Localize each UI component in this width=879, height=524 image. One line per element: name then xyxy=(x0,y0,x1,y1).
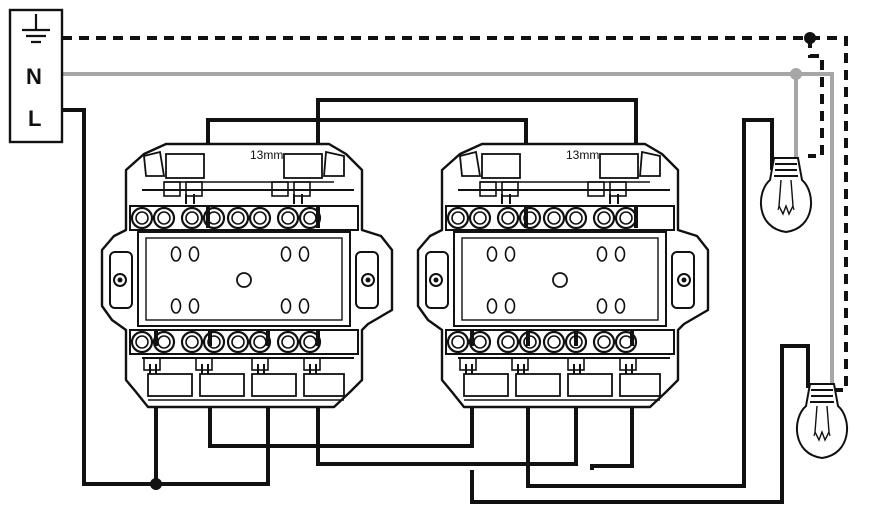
earth-junction xyxy=(804,32,816,44)
switch-mechanism-right: 13mm xyxy=(418,144,708,407)
switched-wire-lamp-top xyxy=(526,118,774,488)
live-terminal-label: L xyxy=(28,106,41,131)
neutral-terminal-label: N xyxy=(26,64,42,89)
clearance-label: 13mm xyxy=(566,148,599,162)
bulb-icon xyxy=(759,157,813,233)
clearance-label: 13mm xyxy=(250,148,283,162)
live-wire xyxy=(62,108,270,486)
earth-icon xyxy=(22,14,50,44)
bulb-icon xyxy=(795,383,849,459)
live-junction xyxy=(150,478,162,490)
lamp-top xyxy=(759,157,813,233)
switch-mechanism-left: 13mm xyxy=(102,144,392,407)
earth-wire xyxy=(62,36,848,392)
neutral-junction xyxy=(790,68,802,80)
supply-terminal-block: N L xyxy=(8,8,64,144)
lamp-bottom xyxy=(795,383,849,459)
neutral-wire-branch xyxy=(796,72,834,384)
earth-wire-branch xyxy=(808,38,824,158)
